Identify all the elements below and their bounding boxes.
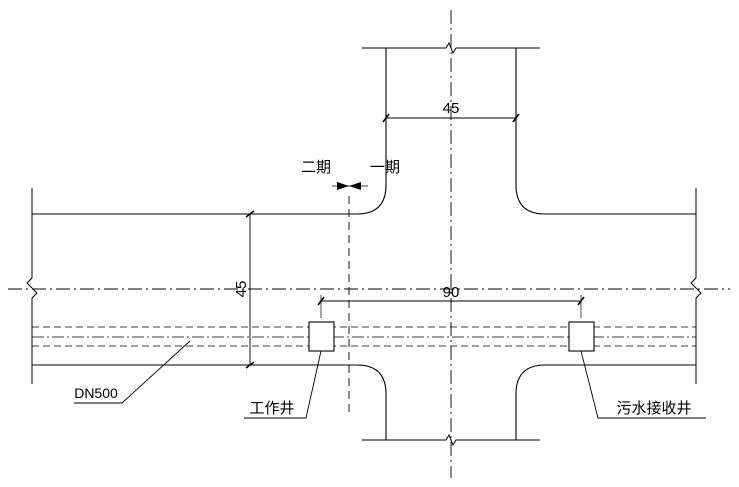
pipe-callout-leader xyxy=(74,340,191,404)
road-edge-top-left xyxy=(32,48,387,215)
break-line-bottom xyxy=(362,433,540,447)
dimension-tick xyxy=(512,113,520,123)
branch-width-value: 45 xyxy=(443,100,460,117)
receiving-well-label: 污水接收井 xyxy=(616,399,691,417)
dimension-branch-width xyxy=(382,113,520,123)
receiving-well-box xyxy=(568,321,595,352)
pipe-size-label: DN500 xyxy=(74,385,118,401)
road-edge-bottom-right xyxy=(515,364,696,440)
phase-two-label: 二期 xyxy=(301,158,331,176)
phase-split-marker xyxy=(332,182,368,190)
phase-one-label: 一期 xyxy=(370,158,400,176)
main-width-value: 45 xyxy=(233,281,250,298)
road-edge-bottom-left xyxy=(32,364,387,440)
receiving-well-leader xyxy=(580,350,706,419)
break-line-top xyxy=(362,41,540,55)
dimension-tick xyxy=(245,361,255,369)
dimension-tick xyxy=(382,113,390,123)
dimension-well-spacing xyxy=(317,295,585,318)
well-spacing-value: 90 xyxy=(443,284,460,301)
phase-arrow-left xyxy=(337,182,349,190)
work-shaft-box xyxy=(308,321,335,352)
break-line-left xyxy=(26,188,38,384)
centerlines xyxy=(8,10,730,478)
road-edge-top-right xyxy=(515,48,696,215)
dimension-tick xyxy=(245,210,255,218)
dimension-tick xyxy=(577,296,585,306)
dimension-main-width xyxy=(245,210,255,369)
road-edges xyxy=(32,48,696,440)
work-shaft-leader xyxy=(244,350,322,419)
phase-arrow-right xyxy=(349,182,361,190)
break-line-right xyxy=(690,188,702,384)
dimension-tick xyxy=(317,296,325,306)
sewer-pipeline xyxy=(32,326,696,347)
break-lines xyxy=(26,41,702,447)
work-shaft-label: 工作井 xyxy=(249,399,294,417)
